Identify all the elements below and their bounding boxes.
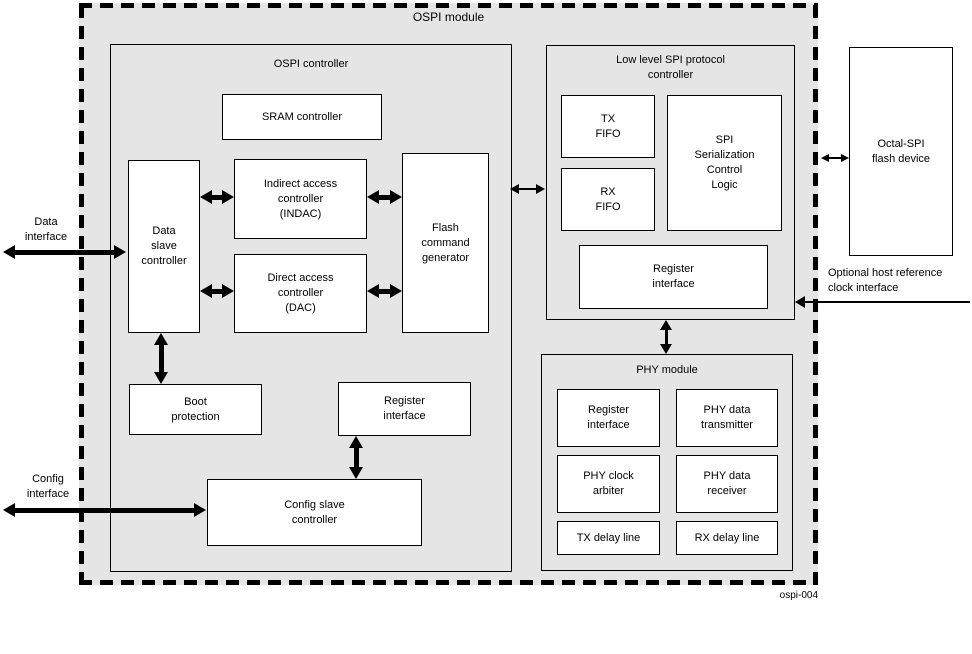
arrow-boundary-flashdevice	[821, 154, 849, 162]
arrow-data-interface	[3, 245, 126, 259]
arrow-config-interface	[3, 503, 206, 517]
block-spi-serialization-control-logic: SPI Serialization Control Logic	[667, 95, 782, 231]
arrow-regif-configslave	[349, 436, 363, 479]
block-phy-clock-arbiter: PHY clock arbiter	[557, 455, 660, 513]
block-label: Data slave controller	[141, 225, 187, 267]
block-label: Boot protection	[171, 395, 220, 423]
block-label: RX delay line	[694, 531, 760, 544]
arrow-dataslave-boot	[154, 333, 168, 384]
block-tx-fifo: TX FIFO	[561, 95, 655, 158]
ospi-module-title: OSPI module	[412, 10, 485, 24]
block-boot-protection: Boot protection	[129, 384, 262, 435]
low-level-spi-title: Low level SPI protocol controller	[616, 54, 725, 81]
ospi-controller-container	[110, 44, 512, 572]
block-label: Config slave controller	[284, 498, 345, 526]
block-octal-spi-flash-device: Octal-SPI flash device	[849, 47, 953, 256]
block-register-interface-ospi: Register interface	[338, 382, 471, 436]
arrow-dataslave-indac	[200, 190, 234, 204]
block-label: Octal-SPI flash device	[871, 137, 931, 165]
block-label: Flash command generator	[421, 221, 470, 264]
phy-module-title: PHY module	[636, 364, 698, 376]
arrow-ospicontroller-lowlevel	[510, 184, 545, 194]
figure-id: ospi-004	[779, 590, 818, 601]
config-interface-label: Config interface	[26, 473, 70, 500]
ospi-controller-title: OSPI controller	[273, 58, 349, 70]
data-interface-label: Data interface	[24, 216, 68, 243]
block-rx-delay-line: RX delay line	[676, 521, 778, 555]
block-label: TX FIFO	[595, 112, 621, 140]
block-label: PHY data receiver	[703, 470, 751, 497]
block-label: Direct access controller (DAC)	[267, 272, 334, 314]
block-indirect-access-controller: Indirect access controller (INDAC)	[234, 159, 367, 239]
block-config-slave-controller: Config slave controller	[207, 479, 422, 546]
arrow-dac-flashcmd	[367, 284, 402, 298]
block-register-interface-lowlevel: Register interface	[579, 245, 768, 309]
block-label: Register interface	[587, 404, 630, 431]
block-flash-command-generator: Flash command generator	[402, 153, 489, 333]
arrow-dataslave-dac	[200, 284, 234, 298]
block-label: PHY data transmitter	[701, 404, 753, 431]
block-label: Indirect access controller (INDAC)	[263, 177, 338, 220]
block-label: RX FIFO	[595, 185, 621, 213]
block-register-interface-phy: Register interface	[557, 389, 660, 447]
low-level-spi-container	[546, 45, 795, 320]
phy-module-container	[541, 354, 793, 571]
arrow-indac-flashcmd	[367, 190, 402, 204]
block-sram-controller: SRAM controller	[222, 94, 382, 140]
block-label: PHY clock arbiter	[583, 470, 634, 497]
block-label: Register interface	[383, 395, 426, 422]
block-tx-delay-line: TX delay line	[557, 521, 660, 555]
block-phy-data-receiver: PHY data receiver	[676, 455, 778, 513]
block-data-slave-controller: Data slave controller	[128, 160, 200, 333]
block-rx-fifo: RX FIFO	[561, 168, 655, 231]
block-label: Register interface	[652, 263, 695, 290]
block-phy-data-transmitter: PHY data transmitter	[676, 389, 778, 447]
block-label: SRAM controller	[261, 110, 343, 123]
block-label: TX delay line	[576, 531, 641, 544]
arrow-host-ref-clock	[795, 296, 970, 308]
host-ref-clock-label: Optional host reference clock interface	[828, 267, 943, 294]
arrow-lowlevel-phy	[660, 320, 672, 354]
block-direct-access-controller: Direct access controller (DAC)	[234, 254, 367, 333]
block-label: SPI Serialization Control Logic	[694, 134, 755, 191]
